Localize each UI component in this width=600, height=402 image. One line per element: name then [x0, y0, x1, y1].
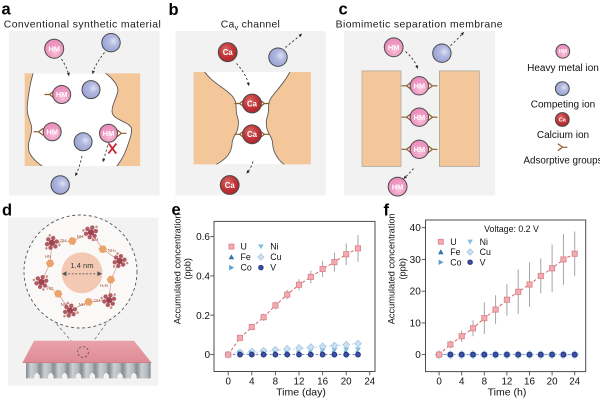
svg-text:(ppb): (ppb) — [398, 258, 408, 279]
svg-text:Heavy metal ion: Heavy metal ion — [527, 63, 599, 74]
svg-text:8: 8 — [273, 376, 279, 387]
svg-text:4: 4 — [459, 376, 465, 387]
svg-text:Cav channel: Cav channel — [221, 20, 280, 32]
svg-text:Time (h): Time (h) — [488, 387, 527, 399]
svg-text:Ni: Ni — [480, 237, 488, 247]
svg-text:10: 10 — [410, 318, 422, 329]
svg-text:Conventional synthetic materia: Conventional synthetic material — [4, 20, 161, 31]
svg-text:24: 24 — [364, 376, 375, 387]
svg-text:16: 16 — [317, 376, 328, 387]
svg-text:H2N: H2N — [100, 283, 108, 288]
svg-text:NH2: NH2 — [108, 248, 117, 253]
svg-text:Ca: Ca — [223, 48, 234, 57]
svg-text:0.2: 0.2 — [196, 311, 210, 322]
svg-text:HM: HM — [56, 90, 68, 99]
svg-text:Co: Co — [241, 263, 252, 273]
svg-text:Co: Co — [450, 257, 461, 267]
svg-text:(ppb): (ppb) — [183, 258, 193, 279]
svg-text:Calcium ion: Calcium ion — [537, 130, 589, 141]
svg-text:HN: HN — [45, 254, 52, 259]
svg-text:U: U — [450, 237, 456, 247]
svg-text:0.4: 0.4 — [196, 271, 210, 282]
svg-text:HM: HM — [48, 44, 60, 53]
svg-text:U: U — [241, 242, 247, 252]
svg-text:HM: HM — [388, 43, 400, 52]
svg-text:d: d — [2, 202, 12, 220]
svg-text:HM: HM — [413, 82, 425, 91]
svg-text:NH: NH — [77, 234, 84, 239]
svg-text:NH: NH — [61, 302, 68, 307]
svg-text:Fe: Fe — [450, 247, 460, 257]
svg-text:Voltage: 0.2 V: Voltage: 0.2 V — [484, 224, 539, 234]
svg-text:OH: OH — [60, 238, 67, 243]
svg-text:a: a — [2, 1, 12, 19]
svg-text:20: 20 — [547, 376, 558, 387]
svg-text:40: 40 — [410, 223, 422, 234]
svg-text:0: 0 — [415, 350, 421, 361]
svg-text:V: V — [480, 257, 486, 267]
svg-text:V: V — [270, 263, 276, 273]
svg-text:Time (day): Time (day) — [276, 387, 326, 399]
svg-text:Ca: Ca — [247, 99, 258, 108]
svg-text:HM: HM — [103, 129, 115, 138]
svg-text:HM: HM — [413, 145, 425, 154]
svg-text:Accumulated concentration: Accumulated concentration — [387, 213, 397, 324]
svg-text:1.4 nm: 1.4 nm — [70, 261, 93, 270]
svg-text:HM: HM — [46, 128, 58, 137]
svg-text:0: 0 — [204, 350, 210, 361]
svg-text:HO: HO — [47, 286, 54, 291]
svg-text:12: 12 — [294, 376, 305, 387]
svg-text:Ni: Ni — [270, 242, 278, 252]
svg-text:Accumulated concentration: Accumulated concentration — [173, 213, 183, 324]
svg-text:30: 30 — [410, 255, 422, 266]
svg-text:0: 0 — [436, 376, 442, 387]
svg-text:HM: HM — [392, 182, 404, 191]
svg-text:Competing ion: Competing ion — [531, 100, 595, 111]
svg-text:0: 0 — [225, 376, 231, 387]
svg-text:HM: HM — [413, 113, 425, 122]
svg-text:8: 8 — [482, 376, 488, 387]
svg-text:20: 20 — [341, 376, 352, 387]
svg-text:HM: HM — [559, 49, 568, 55]
svg-text:Adsorptive groups: Adsorptive groups — [524, 155, 600, 166]
svg-text:b: b — [169, 1, 179, 19]
svg-text:Cu: Cu — [270, 252, 281, 262]
svg-text:Ca: Ca — [225, 181, 236, 190]
svg-text:NH: NH — [79, 302, 86, 307]
svg-text:NH: NH — [92, 237, 99, 242]
svg-text:16: 16 — [524, 376, 535, 387]
svg-text:e: e — [172, 201, 181, 219]
svg-text:Ca: Ca — [559, 118, 567, 124]
svg-text:0.6: 0.6 — [196, 232, 210, 243]
svg-text:OH: OH — [94, 298, 101, 303]
svg-text:Cu: Cu — [480, 247, 491, 257]
svg-text:Ca: Ca — [247, 130, 258, 139]
svg-text:20: 20 — [410, 287, 422, 298]
svg-text:24: 24 — [569, 376, 580, 387]
svg-text:f: f — [384, 202, 390, 220]
svg-text:c: c — [339, 1, 348, 19]
svg-text:Fe: Fe — [241, 252, 251, 262]
svg-text:4: 4 — [249, 376, 255, 387]
svg-text:Biomimetic separation membrane: Biomimetic separation membrane — [336, 20, 503, 31]
svg-text:12: 12 — [501, 376, 512, 387]
